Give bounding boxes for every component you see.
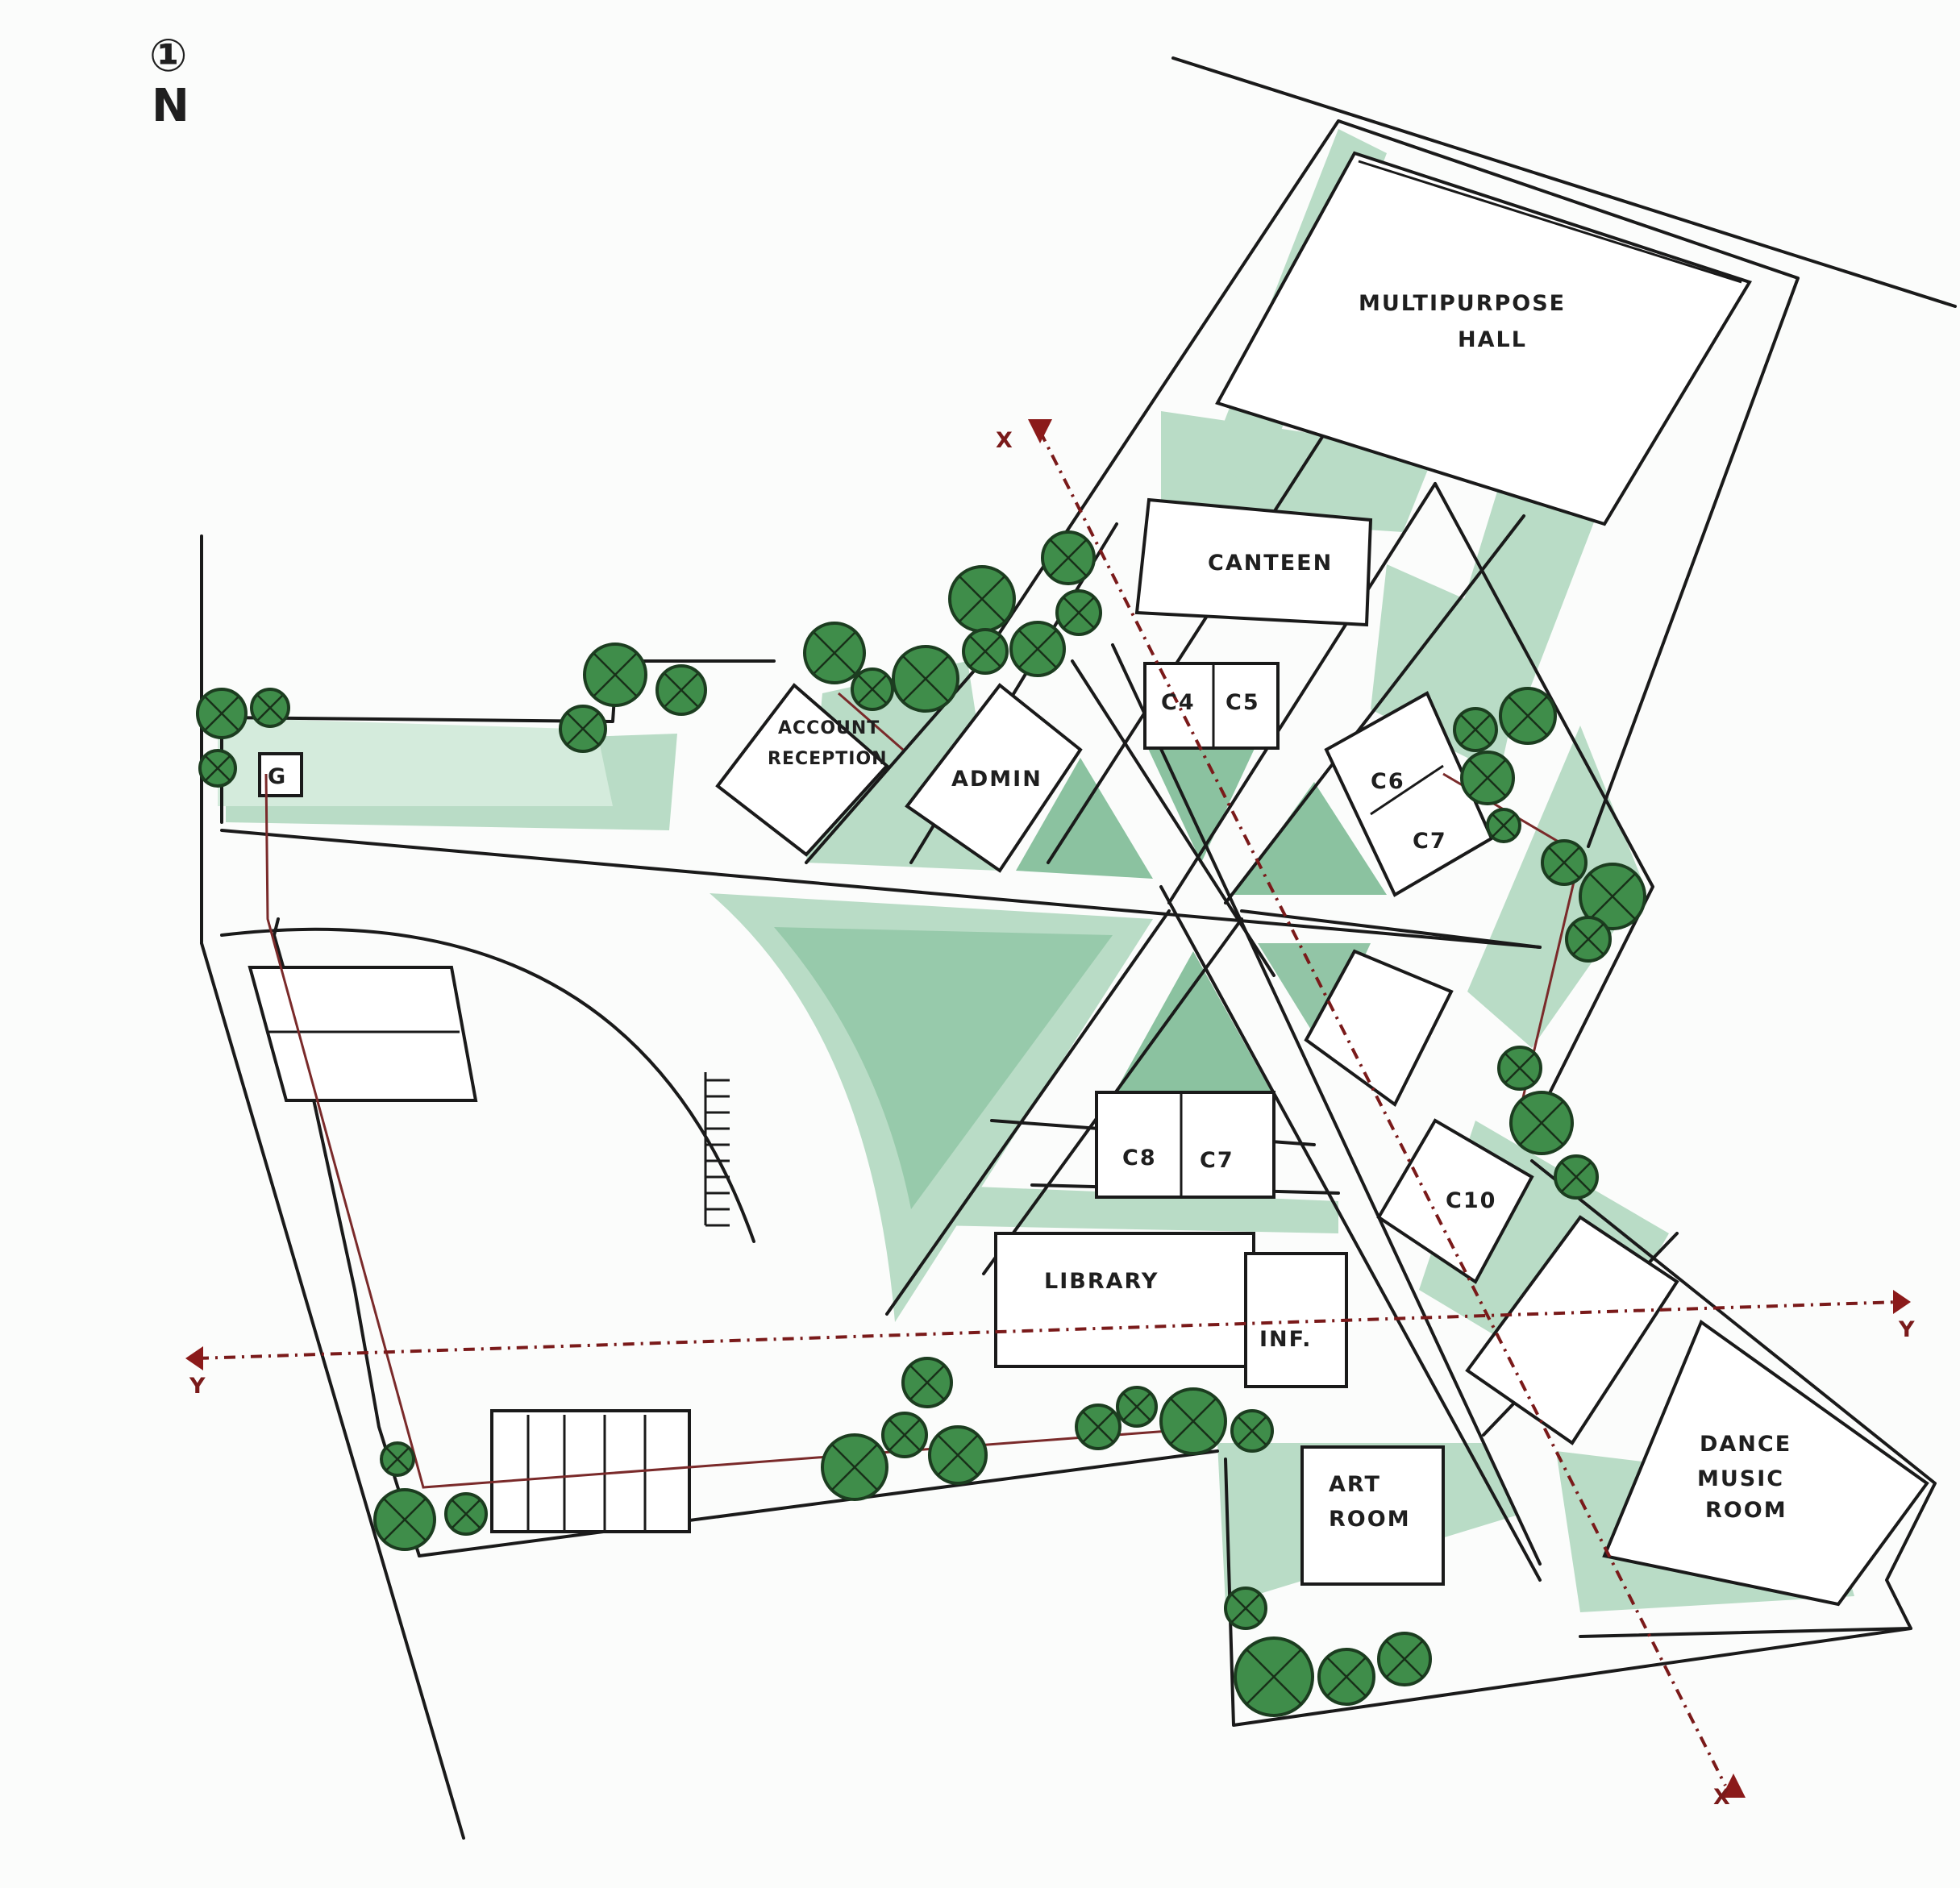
tree xyxy=(928,1425,988,1485)
label-gate: G xyxy=(268,764,287,789)
label-multipurpose-2: HALL xyxy=(1458,327,1527,352)
tree xyxy=(1009,621,1066,677)
north-arrow: ① N xyxy=(149,30,191,132)
section-label-y-left: Y xyxy=(189,1374,207,1399)
tree xyxy=(1075,1404,1121,1450)
tree xyxy=(803,622,866,684)
tree xyxy=(1486,808,1521,843)
tree xyxy=(962,628,1009,675)
tree xyxy=(948,565,1016,633)
north-symbol: ① xyxy=(149,30,189,82)
trees xyxy=(196,530,1646,1717)
central-courts xyxy=(710,742,1387,1322)
tree xyxy=(380,1441,415,1477)
label-c8: C8 xyxy=(1122,1146,1157,1171)
section-label-x-bottom: X xyxy=(1713,1785,1732,1810)
tree xyxy=(444,1492,488,1536)
label-c7-bottom: C7 xyxy=(1200,1148,1234,1173)
tree xyxy=(559,705,607,753)
tree xyxy=(1224,1587,1267,1630)
label-c10: C10 xyxy=(1446,1188,1496,1213)
tree xyxy=(821,1433,888,1501)
tree xyxy=(1541,839,1588,886)
label-library: LIBRARY xyxy=(1044,1269,1159,1294)
multipurpose-hall xyxy=(1215,151,1753,526)
steps xyxy=(704,1072,730,1227)
section-labels: X X Y Y xyxy=(189,428,1916,1810)
tree xyxy=(1234,1636,1314,1717)
label-admin: ADMIN xyxy=(951,767,1042,792)
label-room: ROOM xyxy=(1705,1498,1787,1523)
tree xyxy=(1159,1387,1227,1455)
label-c5: C5 xyxy=(1226,690,1260,715)
tree xyxy=(1499,687,1557,745)
tree xyxy=(881,1412,928,1458)
label-reception: RECEPTION xyxy=(768,749,888,769)
tree xyxy=(1565,916,1612,963)
tree xyxy=(198,749,237,788)
label-art-room: ROOM xyxy=(1329,1507,1411,1532)
tree xyxy=(1453,707,1498,752)
label-c6: C6 xyxy=(1371,769,1405,794)
tree xyxy=(1041,530,1096,585)
tree xyxy=(901,1357,953,1408)
tree xyxy=(1460,751,1515,805)
label-account: ACCOUNT xyxy=(778,718,880,738)
label-c7-top: C7 xyxy=(1413,829,1447,854)
drop-off-curve xyxy=(220,927,755,1243)
room-labels: MULTIPURPOSE HALL CANTEEN C4 C5 C6 C7 AC… xyxy=(268,291,1791,1532)
section-label-y-right: Y xyxy=(1898,1317,1916,1342)
section-lines xyxy=(185,419,1911,1798)
north-letter: N xyxy=(152,80,191,132)
tree xyxy=(1317,1648,1375,1706)
label-music: MUSIC xyxy=(1697,1466,1784,1491)
label-canteen: CANTEEN xyxy=(1208,551,1333,576)
tree xyxy=(373,1488,436,1551)
tree xyxy=(1554,1154,1599,1200)
tree xyxy=(892,645,959,713)
label-art: ART xyxy=(1329,1472,1381,1497)
tree xyxy=(1579,863,1646,930)
tree xyxy=(851,667,894,711)
tree xyxy=(1497,1046,1542,1091)
tree xyxy=(1377,1632,1432,1686)
tree xyxy=(583,643,647,707)
radial-paths xyxy=(885,482,1542,1582)
label-inf: INF. xyxy=(1259,1327,1312,1352)
tree xyxy=(1055,589,1102,636)
tree xyxy=(655,664,707,716)
section-label-x-top: X xyxy=(996,428,1014,453)
tree xyxy=(1509,1091,1574,1155)
rooms xyxy=(248,497,1929,1607)
label-c4: C4 xyxy=(1161,690,1196,715)
tree xyxy=(1116,1386,1158,1428)
tree xyxy=(250,688,290,728)
label-dance: DANCE xyxy=(1700,1432,1791,1457)
tree xyxy=(1230,1409,1274,1453)
tree xyxy=(196,688,248,739)
label-multipurpose-1: MULTIPURPOSE xyxy=(1359,291,1566,316)
